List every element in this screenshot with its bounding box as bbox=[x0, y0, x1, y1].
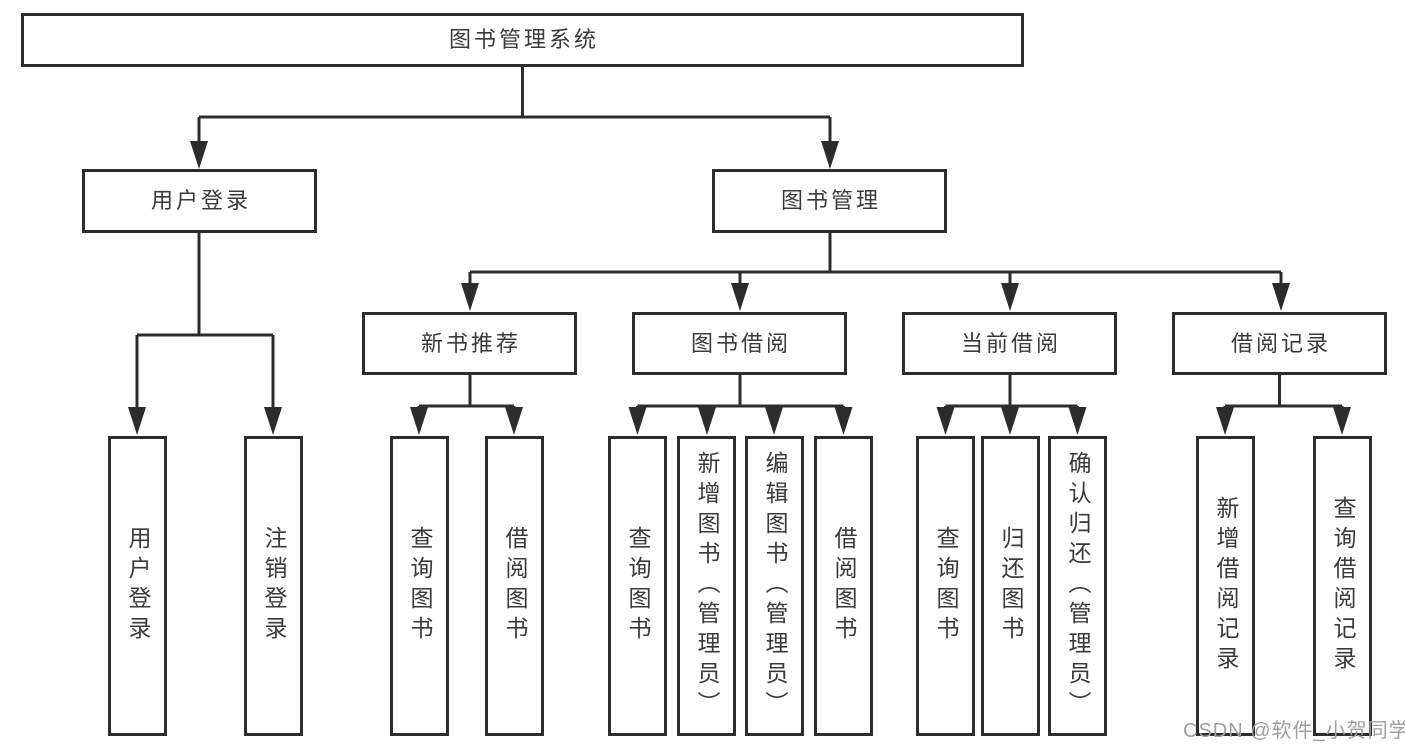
node-label: 图书借阅 bbox=[690, 330, 791, 356]
leaf-borrow-books-recommend: 借阅图书 bbox=[485, 436, 544, 736]
node-borrowing-records: 借阅记录 bbox=[1172, 312, 1387, 375]
arrowhead bbox=[936, 407, 955, 435]
connector-current-borrow-children bbox=[944, 375, 1079, 412]
arrowhead bbox=[731, 283, 749, 311]
connector-root-to-level2 bbox=[197, 67, 832, 148]
node-label: 用户登录 bbox=[150, 188, 251, 213]
node-label: 归还图书 bbox=[998, 526, 1024, 646]
arrowhead bbox=[1216, 407, 1234, 435]
node-book-borrowing: 图书借阅 bbox=[632, 312, 847, 375]
node-label: 图书管理 bbox=[780, 188, 881, 213]
csdn-watermark: CSDN @软件_小贺同学 bbox=[1183, 720, 1405, 742]
connector-new-book-children bbox=[417, 375, 516, 412]
connector-book-borrow-children bbox=[636, 375, 845, 412]
leaf-logout: 注销登录 bbox=[244, 436, 303, 736]
arrowhead bbox=[128, 407, 146, 435]
leaf-borrow-books: 借阅图书 bbox=[814, 436, 873, 736]
node-label: 当前借阅 bbox=[960, 330, 1061, 356]
node-label: 查询图书 bbox=[625, 526, 651, 646]
node-label: 借阅图书 bbox=[502, 526, 528, 646]
node-label: 图书管理系统 bbox=[448, 27, 599, 52]
connector-borrow-record-children bbox=[1223, 375, 1344, 412]
leaf-query-books-recommend: 查询图书 bbox=[390, 436, 449, 736]
arrowhead bbox=[1333, 407, 1351, 435]
node-label: 查询借阅记录 bbox=[1330, 496, 1356, 676]
node-label: 注销登录 bbox=[261, 526, 287, 646]
node-label: 查询图书 bbox=[933, 526, 959, 646]
node-label: 借阅记录 bbox=[1230, 330, 1331, 356]
leaf-query-books-current: 查询图书 bbox=[916, 436, 975, 736]
arrowhead bbox=[190, 141, 208, 169]
leaf-return-book: 归还图书 bbox=[981, 436, 1040, 736]
arrowhead bbox=[1068, 407, 1087, 435]
node-library-management-system: 图书管理系统 bbox=[21, 13, 1024, 67]
arrowhead bbox=[410, 407, 428, 435]
leaf-query-books-borrow: 查询图书 bbox=[608, 436, 667, 736]
leaf-query-borrow-record: 查询借阅记录 bbox=[1313, 436, 1372, 736]
node-label: 编辑图书（管理员） bbox=[762, 451, 788, 721]
arrowhead bbox=[821, 141, 839, 169]
node-book-management: 图书管理 bbox=[712, 169, 947, 233]
leaf-edit-book-admin: 编辑图书（管理员） bbox=[745, 436, 804, 736]
arrowhead bbox=[1272, 283, 1290, 311]
arrowhead bbox=[505, 407, 523, 435]
leaf-user-login: 用户登录 bbox=[108, 436, 167, 736]
leaf-confirm-return-admin: 确认归还（管理员） bbox=[1048, 436, 1107, 736]
node-label: 新增借阅记录 bbox=[1213, 496, 1239, 676]
node-label: 查询图书 bbox=[407, 526, 433, 646]
node-label: 用户登录 bbox=[125, 526, 151, 646]
node-label: 新增图书（管理员） bbox=[694, 451, 720, 721]
node-new-book-recommendation: 新书推荐 bbox=[362, 312, 577, 375]
arrowhead bbox=[461, 283, 479, 311]
connector-book-management-children bbox=[468, 233, 1283, 288]
arrowhead bbox=[765, 407, 783, 435]
node-label: 确认归还（管理员） bbox=[1065, 451, 1091, 721]
leaf-add-borrow-record: 新增借阅记录 bbox=[1196, 436, 1255, 736]
arrowhead bbox=[628, 407, 647, 435]
arrowhead bbox=[698, 407, 716, 435]
connector-user-login-children bbox=[135, 233, 275, 412]
arrowhead bbox=[1001, 283, 1019, 311]
arrowhead bbox=[834, 407, 853, 435]
node-user-login: 用户登录 bbox=[82, 169, 317, 233]
node-label: 借阅图书 bbox=[831, 526, 857, 646]
leaf-add-book-admin: 新增图书（管理员） bbox=[677, 436, 736, 736]
arrowhead bbox=[264, 407, 282, 435]
node-current-borrowing: 当前借阅 bbox=[902, 312, 1117, 375]
arrowhead bbox=[1001, 407, 1019, 435]
node-label: 新书推荐 bbox=[420, 330, 521, 356]
